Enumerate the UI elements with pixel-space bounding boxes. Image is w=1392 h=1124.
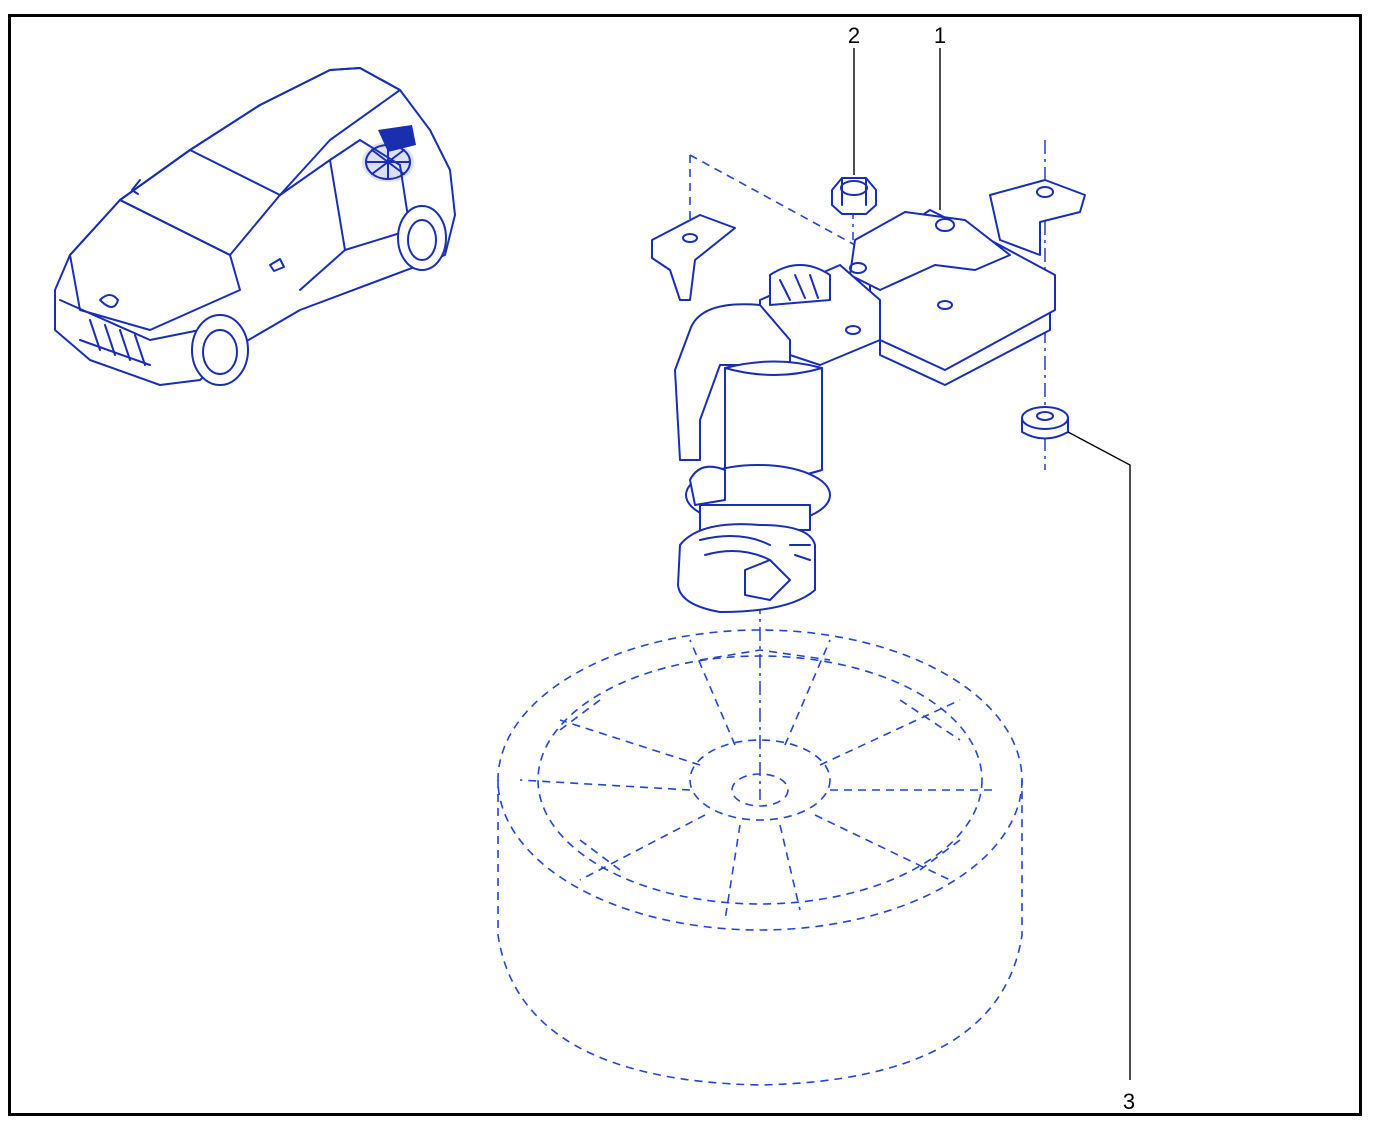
vehicle-location-thumbnail (54, 67, 456, 386)
spare-wheel-phantom (497, 629, 1023, 1086)
nut (831, 177, 877, 215)
spacer (1021, 406, 1069, 440)
mounting-guide-line (689, 154, 856, 246)
spare-wheel-location-highlight (362, 125, 416, 182)
callout-leader-3 (1067, 431, 1131, 1080)
callout-number-3: 3 (1123, 1089, 1135, 1114)
spare-wheel-carrier (651, 179, 1086, 613)
callout-number-1: 1 (934, 23, 946, 48)
callout-number-2: 2 (848, 23, 860, 48)
